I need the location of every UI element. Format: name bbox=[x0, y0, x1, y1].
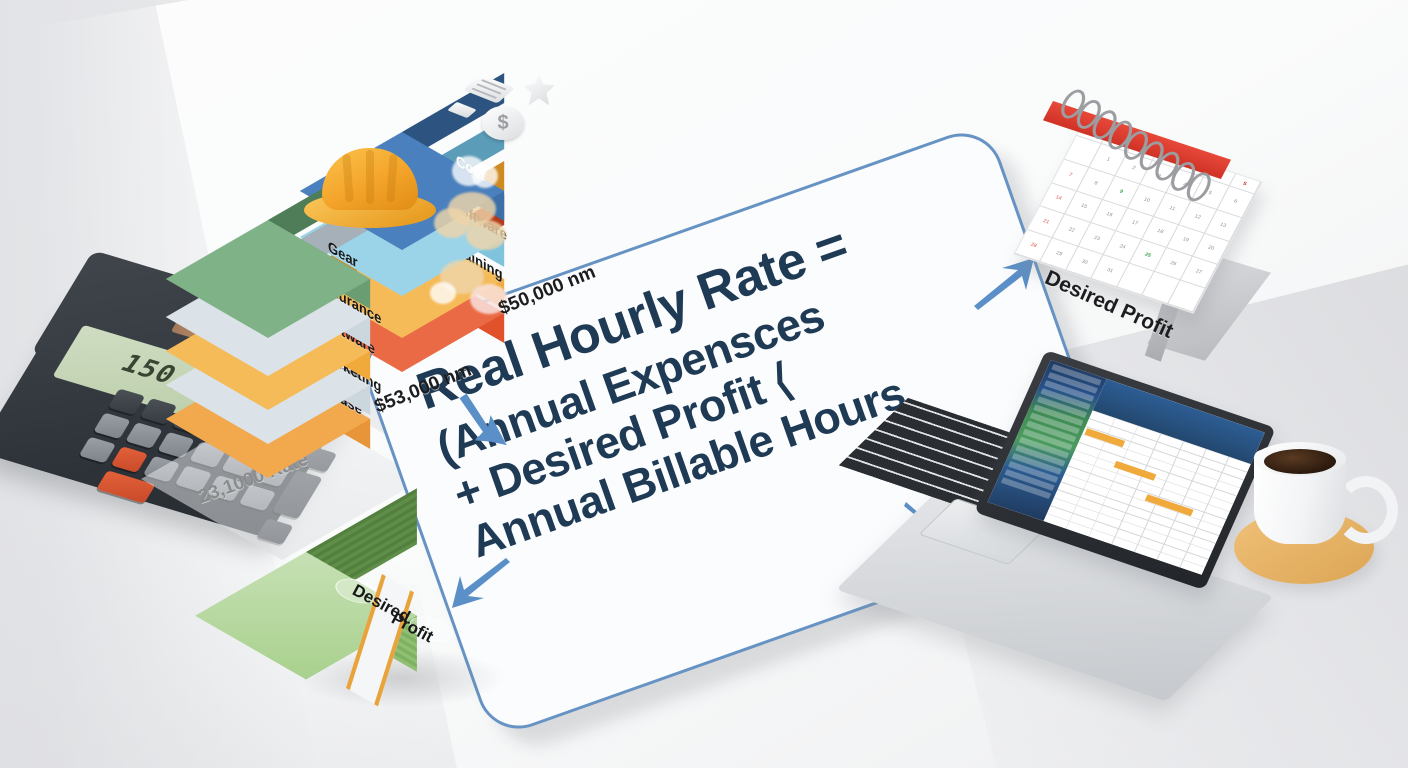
calc-key-clear[interactable] bbox=[110, 446, 149, 473]
chip-icon bbox=[447, 101, 477, 119]
coffee-mug bbox=[1222, 438, 1402, 608]
expense-stack-right: Training Software Cost $ bbox=[275, 58, 656, 452]
arrow-left-stack-to-card bbox=[448, 392, 520, 462]
calc-key-8[interactable] bbox=[125, 422, 163, 449]
document-icon bbox=[463, 74, 515, 104]
arrow-card-to-calendar bbox=[968, 248, 1044, 312]
coffee-surface bbox=[1264, 449, 1336, 474]
cash-bundle: Desired Profit bbox=[195, 488, 506, 708]
cloud-puff-group bbox=[424, 156, 544, 356]
mug-handle bbox=[1334, 476, 1398, 544]
arrow-card-to-money bbox=[440, 556, 516, 620]
expense-stack-left: Treuse Marketing Software Insurance Gear bbox=[141, 148, 522, 560]
dollar-coin-icon: $ bbox=[482, 106, 524, 140]
desk-calendar[interactable]: S M T W T F S 1 2 3 4 5 6 7 8 9 10 11 12 bbox=[1013, 86, 1290, 375]
star-icon bbox=[523, 74, 555, 106]
money-coin-icon: $ bbox=[424, 64, 584, 154]
hard-hat-icon bbox=[298, 138, 448, 238]
